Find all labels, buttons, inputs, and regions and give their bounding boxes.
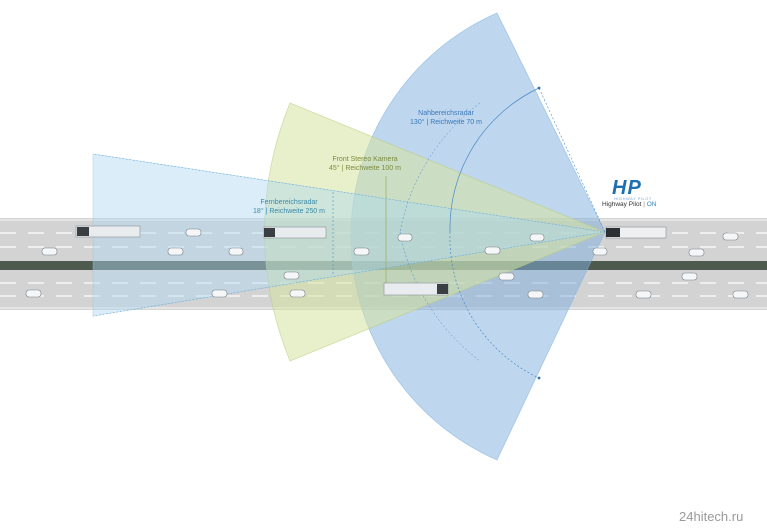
car [397,233,413,242]
near-radar-name: Nahbereichsradar [418,110,474,117]
status-label: Highway Pilot [602,201,642,208]
highway-pilot-logo: HP HIGHWAY PILOT [610,178,692,206]
stereo-camera-spec: 45° | Reichweite 100 m [329,165,401,172]
car [41,247,58,256]
car [732,290,749,299]
near-radar-arc-outer [399,102,481,233]
logo-text: HP [612,177,642,199]
car [353,247,370,256]
car [167,247,184,256]
truck [383,282,449,296]
car [635,290,652,299]
near-radar-arc-inner-lower [449,231,540,379]
near-radar-spec: 130° | Reichweite 70 m [410,119,482,126]
car [228,247,244,256]
truck [263,226,327,239]
near-radar-arc-outer-lower [399,231,481,362]
status-separator: | [643,201,645,208]
stereo-camera-label: Front Stereo Kamera 45° | Reichweite 100… [320,155,410,173]
car [283,271,300,280]
car [722,232,739,241]
car [185,228,202,237]
stereo-camera-name: Front Stereo Kamera [332,156,398,163]
arc-marker [537,376,541,380]
status-state: ON [646,201,657,208]
far-radar-edge-dots [92,231,606,317]
car [211,289,228,298]
highway-pilot-truck [605,226,667,239]
car [289,289,306,298]
far-radar-name: Fernbereichsradar [260,199,318,206]
truck [75,225,141,238]
car [498,272,515,281]
car [484,246,501,255]
car [25,289,42,298]
car [681,272,698,281]
far-radar-edge-dots [92,153,606,233]
car [688,248,705,257]
highway-pilot-status: Highway Pilot | ON [602,201,656,209]
watermark: 24hitech.ru [679,509,744,524]
far-radar-label: Fernbereichsradar 18° | Reichweite 250 m [248,198,330,216]
car [527,290,544,299]
car [529,233,545,242]
sensor-coverage [92,12,607,461]
range-guides [92,86,606,380]
arc-marker [537,86,541,90]
traffic [25,225,749,299]
far-radar-spec: 18° | Reichweite 250 m [253,208,325,215]
near-radar-edge-dots [538,87,606,233]
near-radar-label: Nahbereichsradar 130° | Reichweite 70 m [404,109,488,127]
car [592,247,608,256]
logo-subtitle: HIGHWAY PILOT [614,196,652,201]
